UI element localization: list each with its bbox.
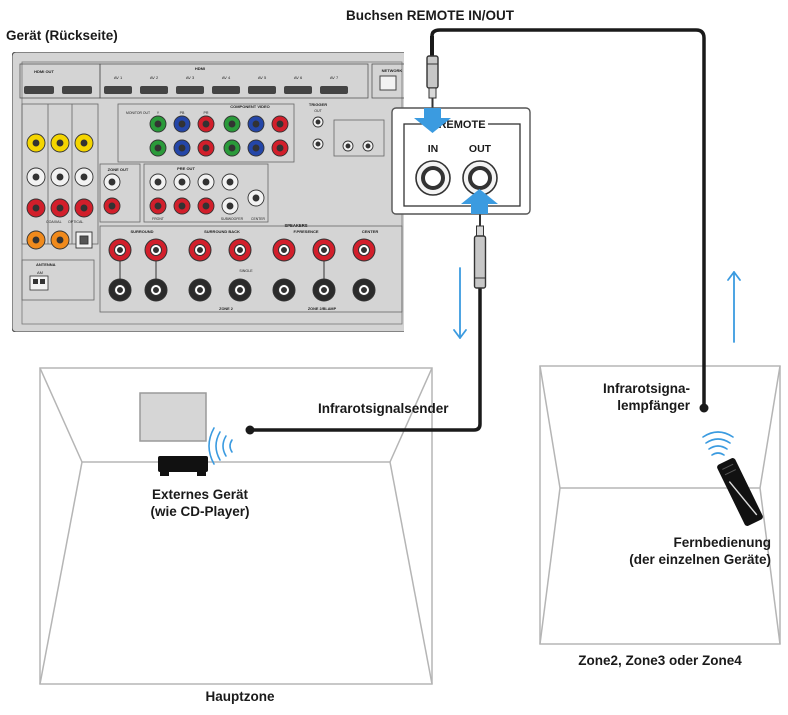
- center-pre-label: CENTER: [251, 217, 265, 221]
- surround-label: SURROUND: [130, 229, 153, 234]
- antenna-section: ANTENNA AM: [21, 259, 95, 301]
- hdmi-port: [104, 86, 132, 94]
- speaker-terminals: SPEAKERS SURROUND SURROUND BACK F.PRESEN…: [99, 223, 403, 313]
- remote-control-line1: Fernbedienung: [673, 535, 772, 550]
- signal-up-arrow: [727, 271, 741, 343]
- emitter-cable: [252, 288, 482, 432]
- component-video-label: COMPONENT VIDEO: [230, 104, 270, 109]
- remote-in-plug: [426, 55, 439, 112]
- hdmi-port: [24, 86, 54, 94]
- main-zone-room-frame: [39, 367, 433, 685]
- connector-arrows: [414, 108, 498, 214]
- left-av-jacks: COAXIAL OPTICAL: [21, 103, 99, 250]
- remote-callout: REMOTE IN OUT: [391, 107, 531, 215]
- component-y-label: Y: [157, 111, 160, 115]
- other-zone-room-frame: [539, 365, 781, 645]
- ir-receiver-line2: lempfänger: [617, 398, 690, 413]
- antenna-label: ANTENNA: [36, 262, 56, 267]
- av-input-label: AV 3: [186, 75, 195, 80]
- external-device-label: Externes Gerät (wie CD-Player): [100, 486, 300, 520]
- hdmi-port: [320, 86, 348, 94]
- av-input-label: AV 6: [294, 75, 303, 80]
- ir-receiver-line1: Infrarotsigna-: [602, 381, 690, 396]
- external-device: [158, 456, 208, 476]
- device-title: Gerät (Rückseite): [6, 28, 118, 43]
- av-input-label: AV 1: [114, 75, 123, 80]
- remote-ir-waves-icon: [702, 431, 734, 456]
- tv-screen: [139, 392, 207, 442]
- hdmi-port: [248, 86, 276, 94]
- hdmi-port: [62, 86, 92, 94]
- other-zones-label: Zone2, Zone3 oder Zone4: [578, 653, 742, 668]
- trigger-out-label: OUT: [314, 109, 322, 113]
- zone-out-pre-out: ZONE OUT PRE OUT FRONT SUBWOOFER CENTER: [99, 163, 269, 223]
- ir-emitter-label: Infrarotsignalsender: [318, 401, 449, 416]
- ir-receiver-label: Infrarotsigna- lempfänger: [540, 380, 690, 414]
- main-zone-label: Hauptzone: [205, 689, 275, 704]
- rear-panel-body: [12, 52, 404, 332]
- remote-control-label: Fernbedienung (der einzelnen Geräte): [560, 534, 771, 568]
- rear-panel: HDMI OUT HDMI AV 1 AV 2 AV 3 AV 4 AV 5 A…: [12, 52, 404, 332]
- hdmi-section: HDMI OUT HDMI AV 1 AV 2 AV 3 AV 4 AV 5 A…: [19, 63, 404, 99]
- out-label: OUT: [469, 143, 492, 155]
- hdmi-port: [140, 86, 168, 94]
- remote-panel-title: REMOTE: [438, 119, 485, 131]
- receiver-cable: [430, 28, 706, 408]
- am-label: AM: [37, 270, 43, 275]
- trigger-section: TRIGGER OUT: [309, 102, 327, 150]
- ir-receiver-dot: [699, 403, 709, 413]
- ir-emitter-waves-icon: [208, 427, 233, 465]
- front-presence-label: F.PRESENCE: [293, 229, 318, 234]
- remote-out-plug: [473, 214, 487, 289]
- front-label: FRONT: [152, 217, 164, 221]
- av-input-label: AV 4: [222, 75, 231, 80]
- optical-label: OPTICAL: [68, 220, 83, 224]
- insert-up-arrow: [461, 189, 498, 214]
- av-input-label: AV 2: [150, 75, 159, 80]
- insert-down-arrow: [414, 108, 451, 133]
- hdmi-port: [284, 86, 312, 94]
- av-input-label: AV 7: [330, 75, 339, 80]
- pre-out-label: PRE OUT: [177, 166, 195, 171]
- hdmi-port: [212, 86, 240, 94]
- coaxial-label: COAXIAL: [46, 220, 62, 224]
- hdmi-out-label: HDMI OUT: [34, 69, 54, 74]
- single-label: SINGLE: [239, 269, 253, 273]
- other-zone-room: [539, 365, 781, 645]
- av-input-label: AV 5: [258, 75, 267, 80]
- zone2-biamp-label: ZONE 2/BI-AMP: [308, 307, 337, 311]
- network-port: [379, 75, 397, 91]
- surround-back-label: SURROUND BACK: [204, 229, 240, 234]
- subwoofer-label: SUBWOOFER: [221, 217, 244, 221]
- remote-small-section: [333, 119, 385, 157]
- remote-control-line2: (der einzelnen Geräte): [629, 552, 771, 567]
- remote-control-icon: [717, 458, 763, 526]
- hdmi-port: [176, 86, 204, 94]
- external-device-line2: (wie CD-Player): [150, 504, 250, 519]
- external-device-line1: Externes Gerät: [151, 487, 249, 502]
- center-label: CENTER: [362, 229, 379, 234]
- speakers-label: SPEAKERS: [284, 223, 307, 228]
- hdmi-label: HDMI: [195, 66, 205, 71]
- in-label: IN: [428, 143, 439, 155]
- remote-jacks-title: Buchsen REMOTE IN/OUT: [346, 8, 515, 23]
- component-pb-label: PB: [180, 111, 185, 115]
- signal-arrows: [453, 267, 741, 343]
- component-pr-label: PR: [204, 111, 209, 115]
- main-zone-room: [39, 367, 433, 685]
- zone2-label: ZONE 2: [219, 307, 233, 311]
- trigger-label: TRIGGER: [309, 102, 327, 107]
- zone-out-label: ZONE OUT: [108, 167, 129, 172]
- component-video-section: COMPONENT VIDEO MONITOR OUT Y PB PR: [117, 103, 295, 163]
- ir-emitter-dot: [245, 425, 255, 435]
- signal-down-arrow: [453, 267, 467, 339]
- network-label: NETWORK: [382, 68, 403, 73]
- monitor-out-label: MONITOR OUT: [126, 111, 150, 115]
